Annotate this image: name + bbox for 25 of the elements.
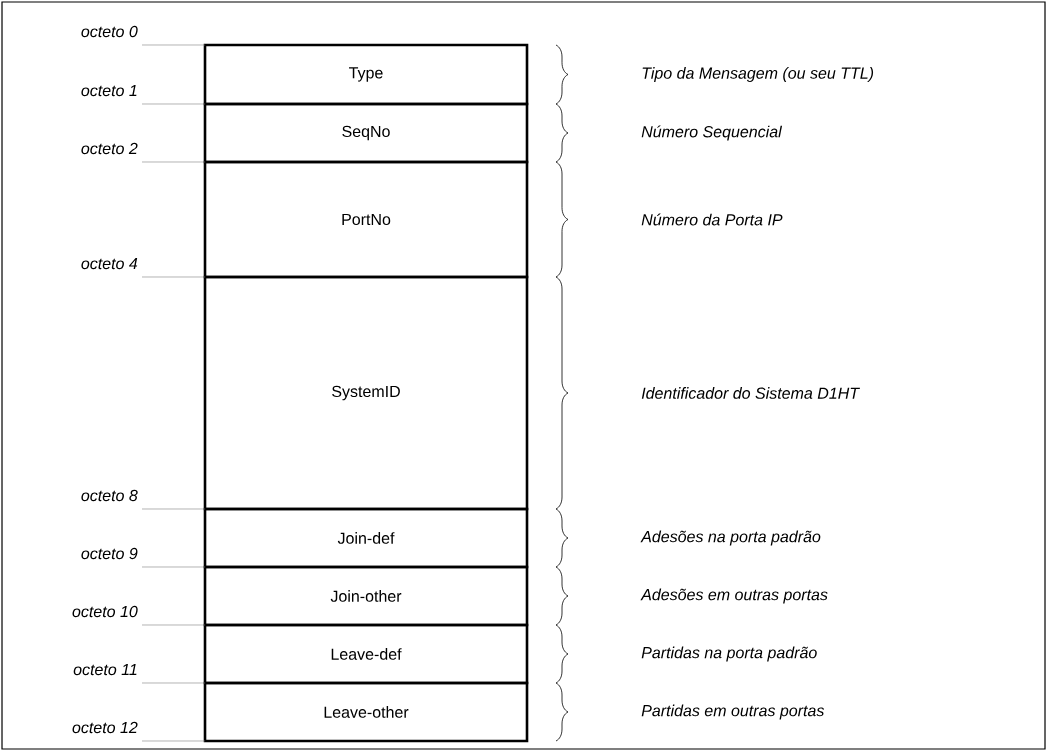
description-text: Adesões em outras portas (640, 588, 828, 604)
octet-label: octeto 9 (81, 547, 138, 560)
description-text: Número Sequencial (641, 125, 783, 141)
description-text: Número da Porta IP (641, 213, 783, 226)
description-text: Identificador do Sistema D1HT (641, 387, 860, 399)
description-text: Adesões na porta padrão (640, 530, 821, 546)
octet-label: octeto 0 (81, 25, 138, 38)
octet-label: octeto 11 (73, 664, 137, 676)
field-box: Leave-other (203, 681, 529, 743)
octet-label: octeto 4 (81, 258, 138, 270)
field-box: Leave-def (203, 623, 529, 685)
description-text: Partidas na porta padrão (641, 646, 817, 662)
field-box: PortNo (203, 160, 529, 279)
field-box: Join-def (203, 507, 529, 569)
octet-label: octeto 1 (81, 85, 137, 97)
field-box: Join-other (203, 565, 529, 627)
field-box: Type (203, 43, 529, 106)
octet-label: octeto 8 (81, 489, 138, 502)
octet-label: octeto 12 (72, 721, 138, 734)
description-text: Tipo da Mensagem (ou seu TTL) (642, 67, 874, 82)
octet-label: octeto 2 (81, 142, 138, 155)
octet-label: octeto 10 (72, 605, 138, 618)
field-box: SystemID (203, 275, 529, 511)
description-text: Partidas em outras portas (641, 704, 825, 720)
field-box: SeqNo (203, 102, 529, 164)
